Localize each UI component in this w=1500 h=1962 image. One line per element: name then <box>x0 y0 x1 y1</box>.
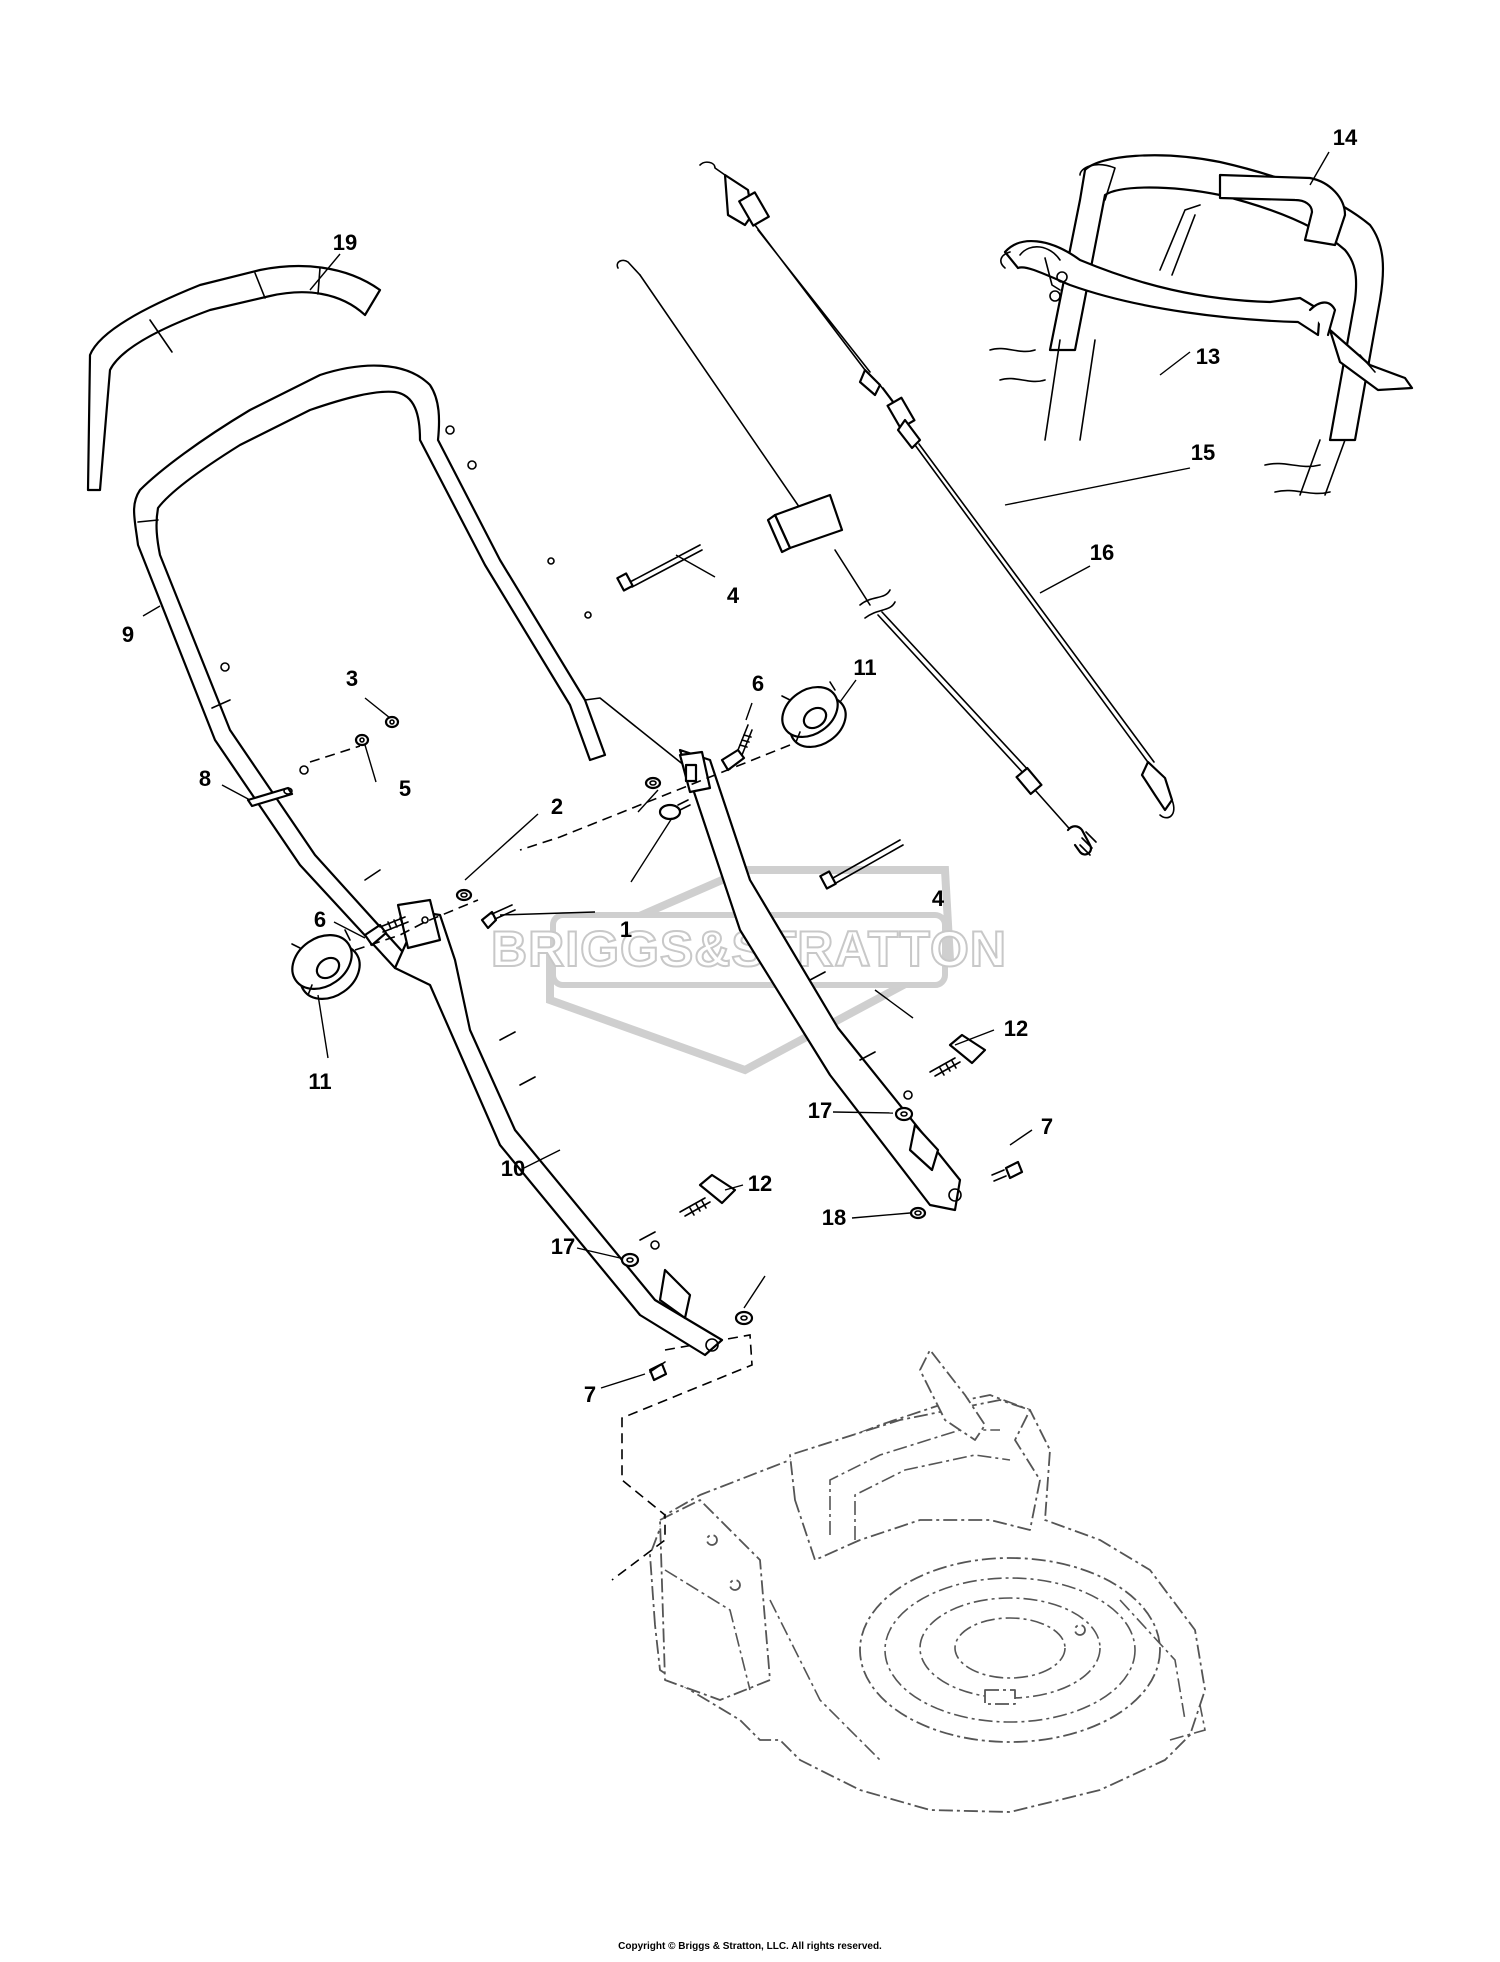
leader-lines <box>142 151 1330 1389</box>
alignment-line-upper <box>519 744 791 851</box>
callout-14: 14 <box>1333 125 1358 150</box>
callout-2: 2 <box>551 794 563 819</box>
callout-12-lower: 12 <box>748 1171 772 1196</box>
knob-11-upper <box>781 681 847 749</box>
bolt-6-upper <box>720 724 753 772</box>
callout-17-upper: 17 <box>808 1098 832 1123</box>
pin-8 <box>246 786 294 808</box>
callout-9: 9 <box>122 622 134 647</box>
washer-5 <box>354 733 370 747</box>
control-cable-16 <box>616 259 1097 856</box>
washer-17-lower <box>620 1252 640 1268</box>
callout-6-upper: 6 <box>752 671 764 696</box>
callout-4-lower: 4 <box>932 886 945 911</box>
callout-3: 3 <box>346 666 358 691</box>
callout-16: 16 <box>1090 540 1114 565</box>
callout-6-lower: 6 <box>314 907 326 932</box>
callout-11-upper: 11 <box>853 655 876 680</box>
washer-17-upper <box>894 1106 914 1122</box>
bolt-7-upper <box>991 1160 1024 1182</box>
lock-washer-3 <box>384 715 400 729</box>
callout-1: 1 <box>620 917 632 942</box>
callout-11-lower: 11 <box>308 1069 331 1094</box>
callout-labels: 19 9 14 13 15 16 4 4 3 5 6 11 8 2 1 6 11… <box>122 125 1358 1407</box>
callout-5: 5 <box>399 776 411 801</box>
brand-watermark: BRIGGS&STRATTON <box>490 866 1007 1075</box>
control-cable-15 <box>699 161 1175 819</box>
bolt-7-lower <box>648 1361 668 1382</box>
shoulder-bolt-12-upper <box>929 1033 987 1077</box>
callout-7-lower: 7 <box>584 1382 596 1407</box>
mower-deck-phantom <box>649 1349 1206 1813</box>
knob-11-lower <box>291 929 361 1000</box>
callout-8: 8 <box>199 766 211 791</box>
nut-2-lower <box>455 888 473 902</box>
callout-15: 15 <box>1191 440 1215 465</box>
callout-4-upper: 4 <box>727 583 740 608</box>
callout-19: 18 <box>822 1205 846 1230</box>
upper-handle-9 <box>133 364 607 970</box>
callout-7-upper: 7 <box>1041 1114 1053 1139</box>
callout-18: 19 <box>333 230 357 255</box>
alignment-line-left <box>309 745 361 763</box>
shoulder-bolt-12-lower <box>679 1173 737 1217</box>
callout-13: 13 <box>1196 344 1220 369</box>
washer-19-upper <box>909 1206 927 1220</box>
washer-19-lower <box>734 1310 754 1326</box>
cable-tie-4-upper <box>616 544 703 592</box>
lower-handle-10-right <box>678 748 962 1212</box>
copyright-notice: Copyright © Briggs & Stratton, LLC. All … <box>618 1941 882 1952</box>
callout-10: 10 <box>501 1156 525 1181</box>
nut-2-upper <box>644 776 662 790</box>
bolt-6-lower <box>363 916 409 947</box>
callout-17-lower: 17 <box>551 1234 575 1259</box>
alignment-line-lower <box>354 899 479 951</box>
cable-tie-4-lower <box>819 839 904 890</box>
lower-handle-10 <box>393 910 724 1357</box>
handle-grip-18 <box>86 264 382 492</box>
handle-bail-assembly-13-14 <box>989 154 1414 496</box>
callout-12-upper: 12 <box>1004 1016 1028 1041</box>
carriage-bolt-1-upper <box>658 799 691 821</box>
